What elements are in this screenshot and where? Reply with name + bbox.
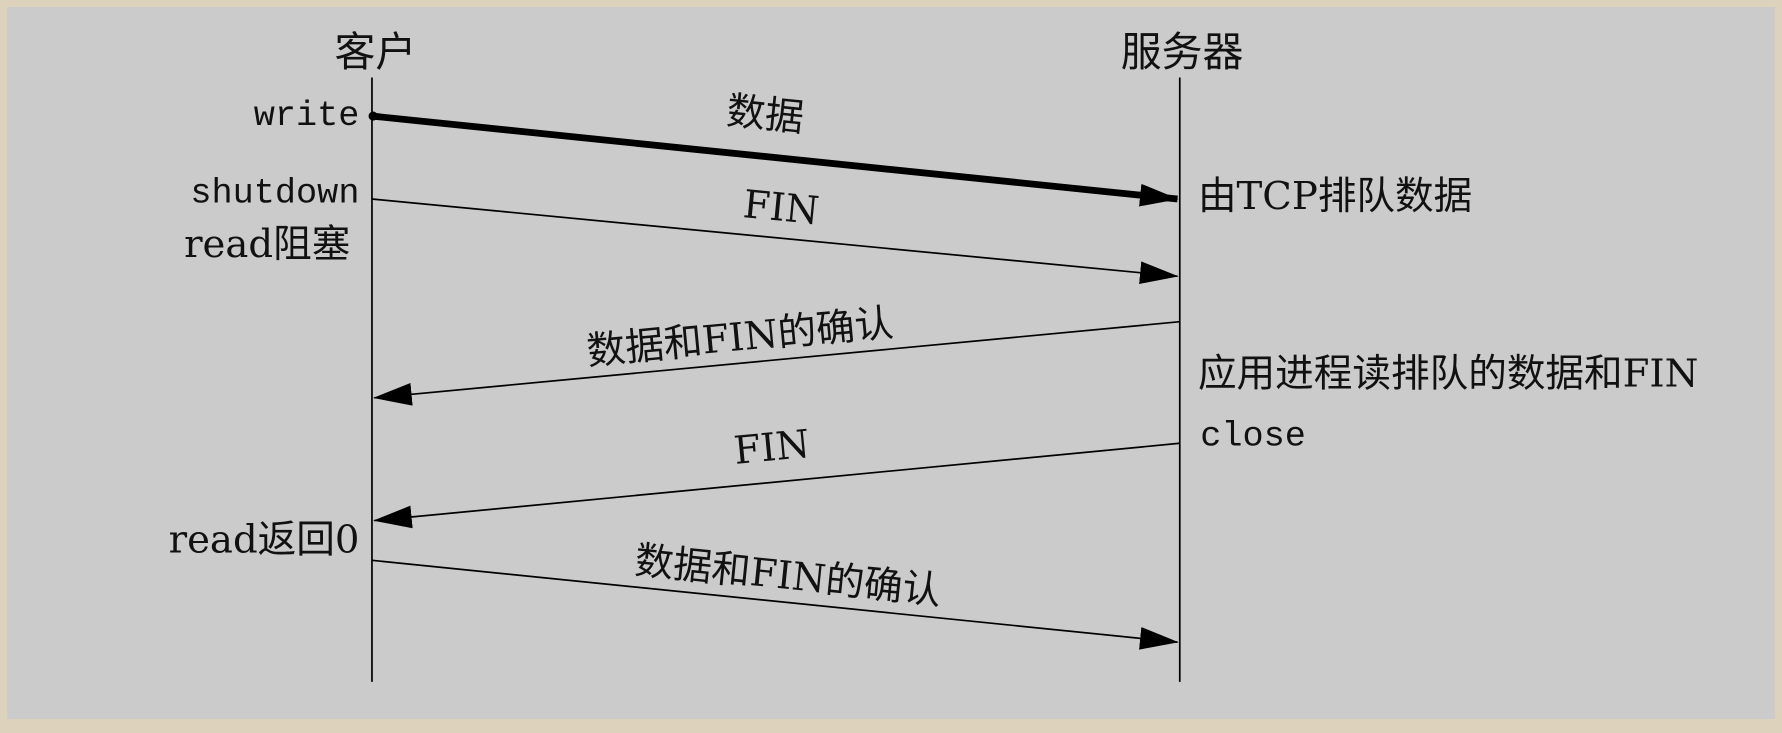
fin-server-arrow (373, 442, 1180, 529)
write-dot (368, 111, 378, 121)
data-arrow (371, 112, 1179, 207)
client-event-shutdown: shutdown (190, 173, 359, 213)
diagram-canvas: 客户 服务器 数据 FIN 数据和FIN的确认 FIN 数据和FIN的确认 wr… (7, 7, 1775, 719)
sequence-diagram: 客户 服务器 数据 FIN 数据和FIN的确认 FIN 数据和FIN的确认 wr… (169, 28, 1699, 682)
message-label-fin: FIN (741, 182, 821, 234)
ack-client-arrow (371, 559, 1179, 650)
server-event-app-reads: 应用进程读排队的数据和FIN (1198, 351, 1699, 396)
ack-server-arrow (373, 320, 1180, 406)
fin-client-arrow (371, 198, 1179, 284)
client-event-read-block: read阻塞 (184, 222, 350, 267)
client-event-write: write (254, 96, 360, 136)
message-label-fin: FIN (732, 422, 812, 474)
client-event-read-return: read返回0 (169, 517, 360, 562)
server-event-queued: 由TCP排队数据 (1198, 174, 1472, 219)
server-event-close: close (1200, 417, 1306, 457)
client-header: 客户 (334, 28, 416, 76)
server-header: 服务器 (1121, 28, 1244, 76)
message-label-data: 数据 (725, 89, 806, 142)
